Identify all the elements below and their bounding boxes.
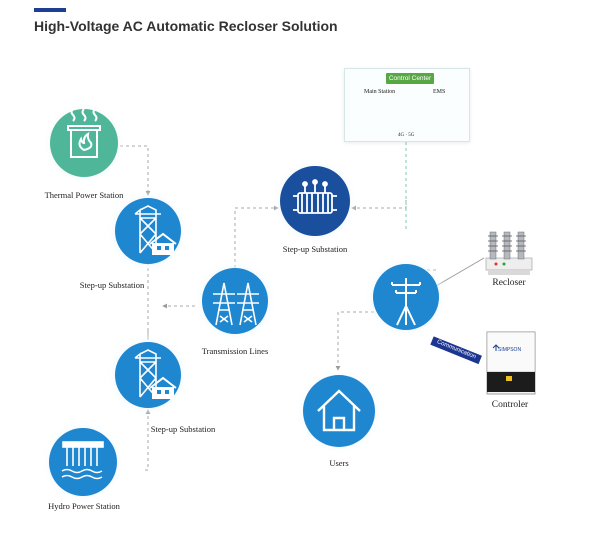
recloser-label: Recloser xyxy=(492,278,526,288)
tower-house-icon xyxy=(134,205,177,254)
hydro-power-station-label: Hydro Power Station xyxy=(48,501,120,511)
transformer-icon xyxy=(293,179,337,214)
controller-brand-label: SIMPSON xyxy=(498,347,522,353)
users-node xyxy=(295,367,383,455)
utility-pole-node xyxy=(364,255,448,339)
tower-house-icon-bottom xyxy=(134,349,177,398)
ems-label: EMS xyxy=(433,89,446,95)
stepup-substation-bottom-node xyxy=(106,333,190,417)
stepup-substation-top-node xyxy=(106,189,190,273)
transmission-tower-icon xyxy=(213,282,259,326)
title-accent-bar xyxy=(34,8,66,12)
controller-cabinet-image xyxy=(486,331,536,395)
house-icon xyxy=(317,389,361,432)
main-station-label: Main Station xyxy=(364,89,396,95)
factory-flame-icon xyxy=(67,108,101,158)
transmission-lines-node xyxy=(193,259,277,343)
stepup-substation-bottom-label: Step-up Substation xyxy=(150,424,216,434)
users-label: Users xyxy=(329,458,349,468)
thermal-power-station-label: Thermal Power Station xyxy=(44,190,124,200)
recloser-device-image xyxy=(485,231,533,275)
dam-icon xyxy=(61,441,104,480)
stepup-substation-center-label: Step-up Substation xyxy=(282,244,348,254)
page-title: High-Voltage AC Automatic Recloser Solut… xyxy=(34,18,338,34)
transmission-lines-label: Transmission Lines xyxy=(201,346,269,356)
stepup-substation-top-label: Step-up Substation xyxy=(79,280,145,290)
thermal-power-station-node xyxy=(42,101,126,185)
controller-label: Controler xyxy=(491,400,529,410)
wan-sub-label: 4G · 5G xyxy=(398,133,415,138)
stepup-substation-center-node xyxy=(271,157,359,245)
hydro-power-station-node xyxy=(41,420,125,504)
control-center-badge: Control Center xyxy=(386,73,434,84)
wan-label: WAN xyxy=(400,124,412,129)
power-pole-icon xyxy=(391,278,421,326)
